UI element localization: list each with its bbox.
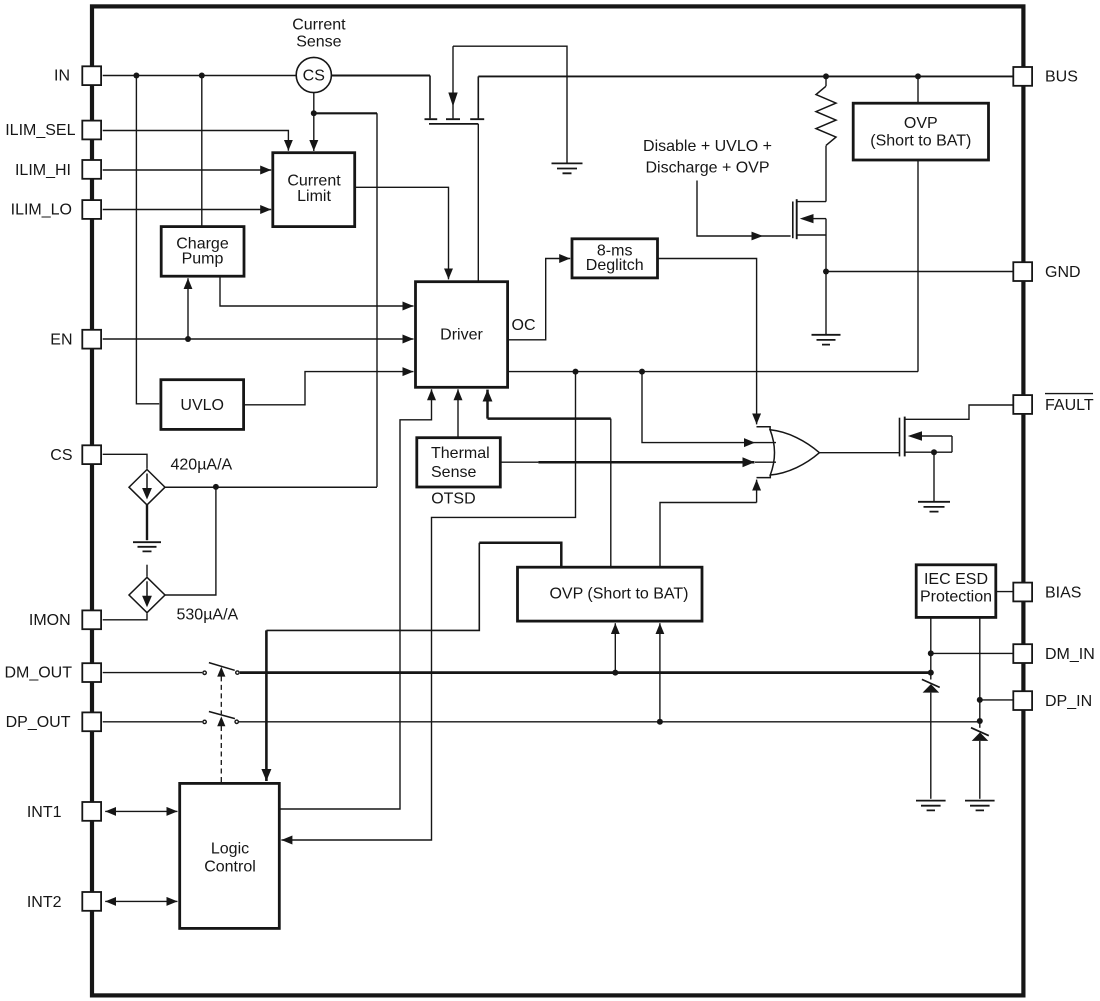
svg-text:IN: IN [54, 68, 70, 85]
svg-text:Control: Control [204, 858, 256, 875]
svg-text:Current: Current [292, 17, 346, 34]
svg-text:BIAS: BIAS [1045, 584, 1081, 601]
svg-text:Deglitch: Deglitch [586, 257, 644, 274]
svg-text:GND: GND [1045, 264, 1081, 281]
svg-text:Logic: Logic [211, 841, 249, 858]
svg-text:Discharge + OVP: Discharge + OVP [645, 160, 769, 177]
svg-text:DP_OUT: DP_OUT [6, 714, 71, 731]
svg-text:IEC ESD: IEC ESD [924, 571, 988, 588]
svg-text:OVP: OVP [904, 115, 938, 132]
svg-text:DP_IN: DP_IN [1045, 693, 1092, 710]
svg-text:420µA/A: 420µA/A [171, 456, 233, 473]
svg-text:Driver: Driver [440, 327, 483, 344]
svg-text:INT1: INT1 [27, 804, 62, 821]
svg-text:DM_IN: DM_IN [1045, 646, 1095, 663]
svg-text:Thermal: Thermal [431, 445, 490, 462]
svg-text:Charge: Charge [176, 235, 229, 252]
svg-text:Sense: Sense [296, 33, 341, 50]
svg-text:ILIM_SEL: ILIM_SEL [5, 122, 75, 139]
svg-text:BUS: BUS [1045, 69, 1078, 86]
svg-text:INT2: INT2 [27, 894, 62, 911]
svg-text:OTSD: OTSD [431, 491, 475, 508]
svg-text:Protection: Protection [920, 589, 992, 606]
svg-text:EN: EN [50, 332, 72, 349]
svg-text:OVP (Short to BAT): OVP (Short to BAT) [549, 586, 688, 603]
svg-text:(Short to BAT): (Short to BAT) [870, 133, 971, 150]
svg-text:Pump: Pump [182, 250, 224, 267]
svg-text:UVLO: UVLO [180, 397, 224, 414]
svg-text:8-ms: 8-ms [597, 243, 633, 260]
svg-text:530µA/A: 530µA/A [177, 607, 239, 624]
svg-text:CS: CS [303, 67, 325, 84]
svg-text:FAULT: FAULT [1045, 397, 1094, 414]
svg-text:Current: Current [287, 173, 341, 190]
svg-text:ILIM_LO: ILIM_LO [11, 202, 72, 219]
svg-text:Sense: Sense [431, 464, 476, 481]
svg-text:Limit: Limit [297, 188, 331, 205]
svg-text:Disable + UVLO +: Disable + UVLO + [643, 138, 772, 155]
svg-text:IMON: IMON [29, 612, 71, 629]
svg-text:DM_OUT: DM_OUT [4, 665, 72, 682]
svg-text:CS: CS [50, 447, 72, 464]
svg-text:OC: OC [512, 317, 536, 334]
svg-text:ILIM_HI: ILIM_HI [15, 162, 71, 179]
